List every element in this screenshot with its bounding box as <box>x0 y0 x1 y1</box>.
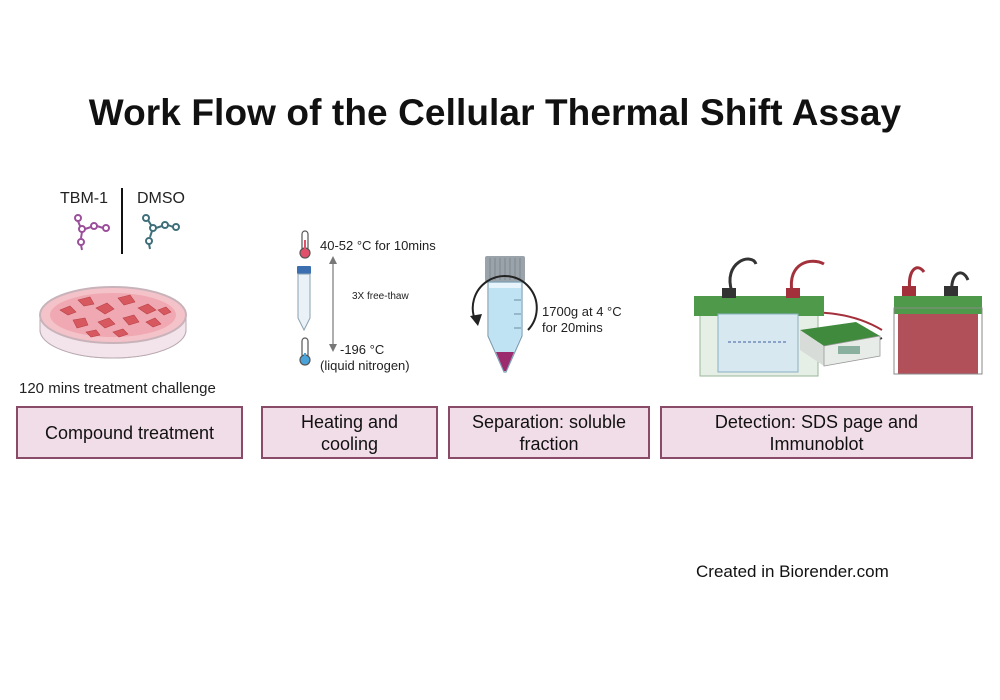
petri-dish-icon <box>39 286 187 359</box>
hot-temperature-label: 40-52 °C for 10mins <box>320 238 436 253</box>
step-heating-cooling-label: Heating and cooling <box>300 411 399 454</box>
step-separation-label: Separation: soluble fraction <box>471 411 627 454</box>
step-separation: Separation: soluble fraction <box>448 406 650 459</box>
thermometer-cold-icon <box>299 337 311 366</box>
step-compound-treatment: Compound treatment <box>16 406 243 459</box>
step-heating-cooling: Heating and cooling <box>261 406 438 459</box>
compound-divider <box>121 188 123 254</box>
dmso-label: DMSO <box>137 190 185 207</box>
thermometer-hot-icon <box>299 230 311 259</box>
centrifuge-speed-label: 1700g at 4 °C <box>542 304 622 319</box>
tube-icon <box>297 266 311 332</box>
treatment-time-note: 120 mins treatment challenge <box>19 380 216 397</box>
cycle-note: 3X free-thaw <box>352 291 409 302</box>
tbm1-molecule-icon <box>74 214 110 251</box>
freeze-thaw-arrow <box>329 256 337 352</box>
page-title: Work Flow of the Cellular Thermal Shift … <box>88 92 902 133</box>
centrifuge-tube-icon <box>470 256 538 373</box>
centrifuge-time-label: for 20mins <box>542 320 603 335</box>
dmso-molecule-icon <box>142 214 180 250</box>
credit-text: Created in Biorender.com <box>696 562 889 581</box>
step-detection-label: Detection: SDS page and Immunoblot <box>714 411 919 454</box>
cold-temperature-label: -196 °C <box>340 342 385 357</box>
gel-electrophoresis-apparatus-icon <box>694 257 983 377</box>
cold-temperature-note: (liquid nitrogen) <box>320 358 410 373</box>
step-detection: Detection: SDS page and Immunoblot <box>660 406 973 459</box>
tbm1-label: TBM-1 <box>60 190 108 207</box>
